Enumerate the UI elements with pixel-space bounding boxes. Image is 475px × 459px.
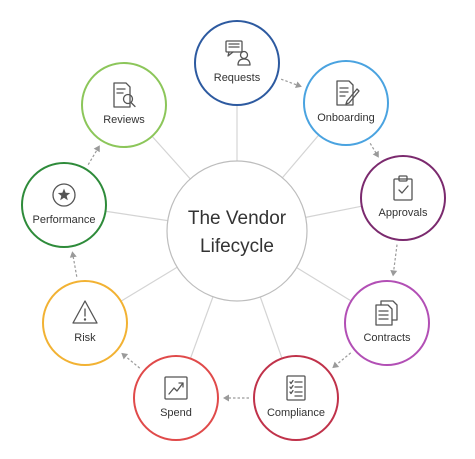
spoke-line-spend — [189, 296, 214, 359]
node-onboarding: Onboarding — [303, 60, 389, 146]
lifecycle-nodes: RequestsOnboardingApprovalsContractsComp… — [21, 20, 446, 441]
spoke-line-performance — [105, 210, 168, 222]
approvals-icon — [393, 175, 413, 201]
flow-arrow-risk-to-performance — [69, 251, 78, 277]
node-ring-contracts — [344, 280, 430, 366]
spend-icon — [164, 376, 188, 400]
flow-arrow-spend-to-risk — [121, 352, 141, 369]
spoke-line-approvals — [305, 205, 362, 218]
contracts-icon — [375, 300, 398, 326]
performance-icon — [52, 183, 76, 207]
node-reviews: Reviews — [81, 62, 167, 148]
node-compliance: Compliance — [253, 355, 339, 441]
center-circle — [166, 160, 308, 302]
node-label-approvals: Approvals — [379, 207, 428, 219]
spoke-line-risk — [120, 266, 178, 302]
node-ring-spend — [133, 355, 219, 441]
node-approvals: Approvals — [360, 155, 446, 241]
node-label-compliance: Compliance — [267, 407, 325, 419]
center-hub: The Vendor Lifecycle — [166, 160, 308, 302]
node-label-spend: Spend — [160, 407, 192, 419]
requests-icon — [225, 40, 251, 66]
node-label-performance: Performance — [33, 214, 96, 226]
onboarding-icon — [336, 80, 360, 106]
flow-arrow-onboarding-to-approvals — [369, 142, 379, 158]
node-label-requests: Requests — [214, 72, 261, 84]
spoke-line-reviews — [151, 135, 191, 180]
flow-arrow-performance-to-reviews — [87, 145, 100, 166]
spoke-line-contracts — [296, 267, 352, 302]
node-risk: Risk — [42, 280, 128, 366]
node-ring-compliance — [253, 355, 339, 441]
center-title-line1: The Vendor — [188, 208, 287, 229]
flow-arrow-contracts-to-compliance — [332, 352, 352, 369]
spoke-lines — [105, 105, 362, 359]
spoke-line-compliance — [259, 296, 283, 359]
flow-arrow-requests-to-onboarding — [280, 78, 302, 89]
node-ring-requests — [194, 20, 280, 106]
spoke-line-onboarding — [281, 134, 320, 179]
node-ring-approvals — [360, 155, 446, 241]
node-contracts: Contracts — [344, 280, 430, 366]
node-spend: Spend — [133, 355, 219, 441]
node-label-reviews: Reviews — [103, 114, 145, 126]
node-label-risk: Risk — [74, 332, 96, 344]
node-label-onboarding: Onboarding — [317, 112, 375, 124]
compliance-icon — [286, 375, 306, 401]
flow-arrows — [69, 78, 398, 402]
center-title-line2: Lifecycle — [200, 236, 274, 257]
node-ring-reviews — [81, 62, 167, 148]
risk-icon — [72, 300, 98, 324]
node-ring-performance — [21, 162, 107, 248]
reviews-icon — [113, 82, 136, 108]
flow-arrow-compliance-to-spend — [223, 394, 249, 402]
node-performance: Performance — [21, 162, 107, 248]
node-label-contracts: Contracts — [363, 332, 411, 344]
node-requests: Requests — [194, 20, 280, 106]
flow-arrow-approvals-to-contracts — [390, 244, 398, 277]
